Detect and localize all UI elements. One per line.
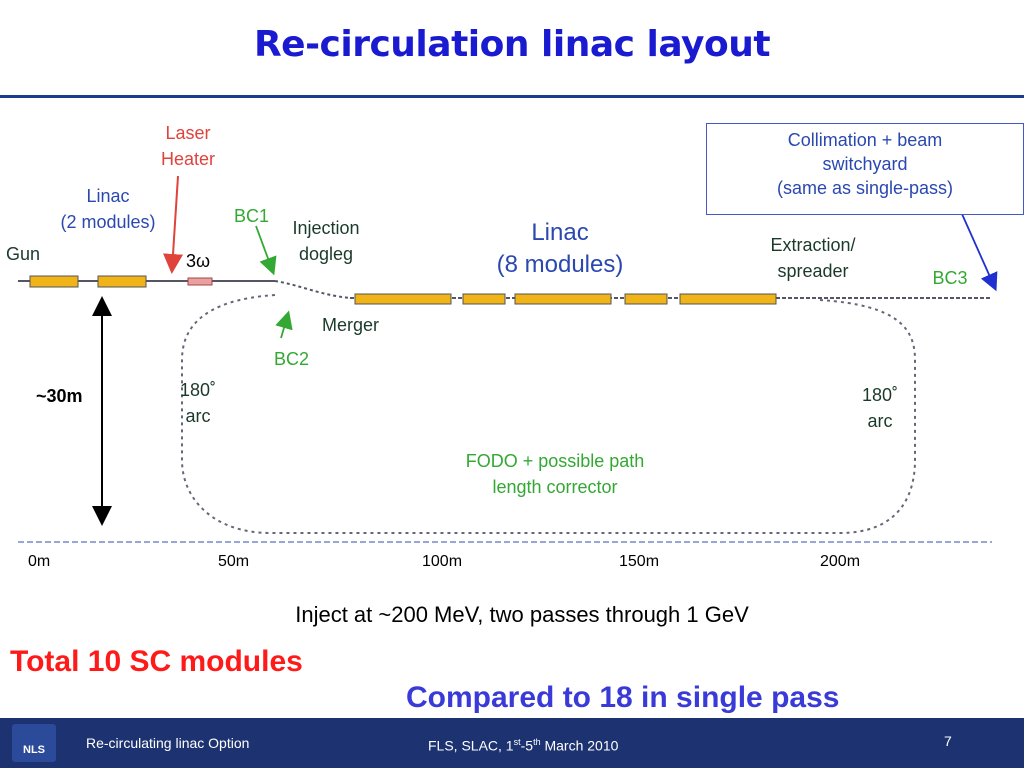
- axis-tick-100m: 100m: [422, 553, 463, 570]
- linac-8-label: Linac(8 modules): [496, 219, 624, 278]
- bc3-label: BC3: [932, 268, 968, 288]
- injector-module-2: [97, 275, 147, 288]
- linac-module-group-1: [354, 293, 452, 305]
- main-linac: [350, 293, 990, 305]
- collimation-arrow: [961, 213, 998, 292]
- caption: Inject at ~200 MeV, two passes through 1…: [295, 602, 749, 627]
- linac-2-label: Linac(2 modules): [60, 186, 156, 232]
- linac-module-group-4: [624, 293, 668, 305]
- arc-right-label: 180˚arc: [861, 385, 899, 431]
- gun-label: Gun: [6, 244, 41, 264]
- axis-tick-200m: 200m: [820, 553, 861, 570]
- page-title: Re-circulation linac layout: [253, 24, 771, 65]
- bc1-arrow: [255, 225, 277, 276]
- recirculation-loop: [181, 294, 916, 534]
- arc-left-label: 180˚arc: [179, 380, 217, 426]
- three-omega-label: 3ω: [186, 251, 211, 271]
- laser-heater-arrow: [163, 175, 183, 274]
- linac-module-group-3: [514, 293, 612, 305]
- bc1-label: BC1: [234, 206, 270, 226]
- linac-module-group-2: [462, 293, 506, 305]
- injector-module-1: [29, 275, 79, 288]
- bc2-label: BC2: [274, 349, 310, 369]
- page-number: 7: [944, 733, 952, 749]
- linac-module-group-5: [679, 293, 777, 305]
- axis-tick-0m: 0m: [28, 553, 51, 570]
- footer-left-text: Re-circulating linac Option: [86, 735, 250, 751]
- footer-center-text: FLS, SLAC, 1st-5th March 2010: [428, 737, 619, 754]
- comparison-text: Compared to 18 in single pass: [406, 681, 840, 714]
- laser-heater-element: [187, 277, 213, 286]
- axis-tick-150m: 150m: [619, 553, 660, 570]
- nls-logo-text: NLS: [23, 744, 45, 756]
- bc2-arrow: [275, 310, 293, 339]
- nls-logo: NLS: [12, 724, 56, 762]
- merger-label: Merger: [322, 315, 380, 335]
- collimation-box: Collimation + beam switchyard (same as s…: [706, 123, 1024, 215]
- extraction-spreader-label: Extraction/spreader: [770, 235, 856, 281]
- total-modules-text: Total 10 SC modules: [10, 645, 303, 678]
- axis-tick-50m: 50m: [218, 553, 250, 570]
- title-divider: [0, 95, 1024, 98]
- injector-beamline: [18, 275, 351, 299]
- height-label: ~30m: [36, 386, 83, 406]
- footer-bar: [0, 718, 1024, 768]
